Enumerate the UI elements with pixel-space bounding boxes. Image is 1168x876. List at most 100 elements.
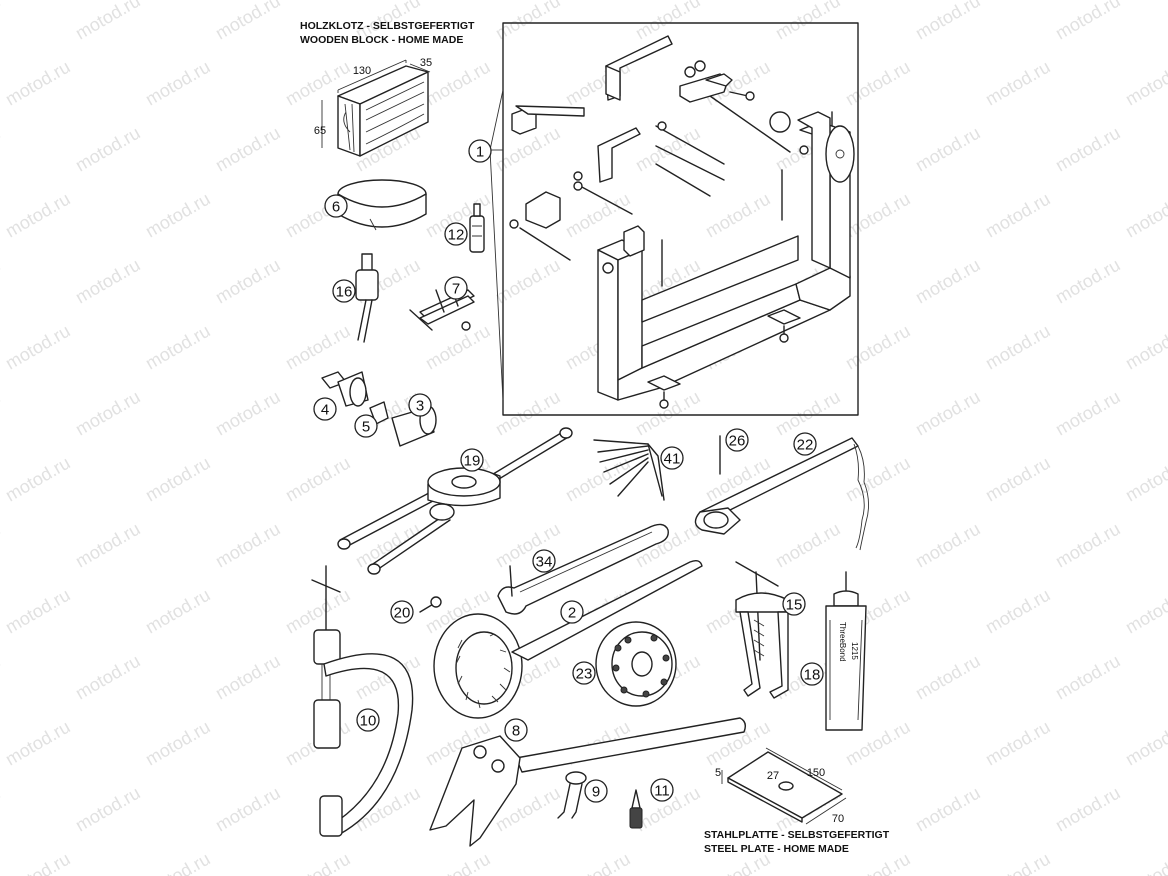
- callout-12: 12: [444, 222, 468, 246]
- callout-4: 4: [313, 397, 337, 421]
- callout-circle: [660, 446, 684, 470]
- puller-item-16: [355, 253, 379, 343]
- chain-wrench-item-22: [694, 437, 869, 551]
- watermark-text: motod.ru: [2, 717, 74, 770]
- callout-number: 26: [729, 433, 746, 450]
- callout-circle: [532, 549, 556, 573]
- steel-plate: [721, 747, 847, 825]
- callout-circle: [444, 276, 468, 300]
- watermark-text: motod.ru: [982, 189, 1054, 242]
- callout-number: 6: [332, 199, 340, 216]
- watermark-text: motod.ru: [562, 453, 634, 506]
- watermark-text: motod.ru: [2, 585, 74, 638]
- callout-number: 41: [664, 451, 681, 468]
- callout-circle: [793, 432, 817, 456]
- screw-item-20: [419, 596, 442, 613]
- callout-19: 19: [460, 448, 484, 472]
- callout-circle: [390, 600, 414, 624]
- watermark-text: motod.ru: [912, 783, 984, 836]
- callout-circle: [313, 397, 337, 421]
- plate-width-dim: 70: [832, 813, 844, 825]
- block-depth-dim: 35: [420, 57, 432, 69]
- callout-34: 34: [532, 549, 556, 573]
- watermark-text: motod.ru: [72, 783, 144, 836]
- watermark-text: motod.ru: [0, 783, 4, 836]
- threebond-tube: ThreeBond 1215: [825, 571, 867, 731]
- callout-circle: [468, 139, 492, 163]
- callout-20: 20: [390, 600, 414, 624]
- watermark-text: motod.ru: [1052, 519, 1124, 572]
- watermark-text: motod.ru: [772, 387, 844, 440]
- watermark-text: motod.ru: [212, 255, 284, 308]
- callout-6: 6: [324, 194, 348, 218]
- watermark-text: motod.ru: [142, 189, 214, 242]
- callout-circle: [460, 448, 484, 472]
- watermark-text: motod.ru: [772, 0, 844, 43]
- watermark-text: motod.ru: [142, 57, 214, 110]
- callout-41: 41: [660, 446, 684, 470]
- watermark-text: motod.ru: [72, 387, 144, 440]
- callout-circle: [354, 414, 378, 438]
- watermark-text: motod.ru: [912, 519, 984, 572]
- steel-plate-caption-de: STAHLPLATTE - SELBSTGEFERTIGT: [704, 829, 890, 841]
- watermark-text: motod.ru: [1052, 123, 1124, 176]
- callout-number: 7: [452, 281, 460, 298]
- watermark-text: motod.ru: [0, 387, 4, 440]
- callout-number: 22: [797, 437, 814, 454]
- watermark-text: motod.ru: [842, 189, 914, 242]
- watermark-text: motod.ru: [72, 123, 144, 176]
- callout-circle: [782, 592, 806, 616]
- watermark-text: motod.ru: [142, 717, 214, 770]
- callout-circle: [332, 279, 356, 303]
- spanner-item-19: [337, 427, 573, 575]
- stand-brackets: [509, 35, 791, 287]
- valve-spring-compressor-item-10: [311, 565, 414, 837]
- watermark-text: motod.ru: [1122, 453, 1168, 506]
- watermark-text: motod.ru: [1052, 651, 1124, 704]
- watermark-text: motod.ru: [632, 123, 704, 176]
- callout-9: 9: [584, 779, 608, 803]
- callout-11: 11: [650, 778, 674, 802]
- watermark-text: motod.ru: [0, 255, 4, 308]
- watermark-text: motod.ru: [842, 453, 914, 506]
- callout-number: 2: [568, 605, 576, 622]
- watermark-text: motod.ru: [982, 321, 1054, 374]
- holding-tool-item-2: [433, 559, 703, 719]
- callout-number: 9: [592, 784, 600, 801]
- callout-circle: [800, 662, 824, 686]
- callout-circle: [725, 428, 749, 452]
- callout-number: 8: [512, 723, 520, 740]
- callout-number: 34: [536, 554, 553, 571]
- callout-circle: [560, 600, 584, 624]
- watermark-text: motod.ru: [772, 519, 844, 572]
- watermark-text: motod.ru: [422, 321, 494, 374]
- watermark-text: motod.ru: [1122, 849, 1168, 876]
- watermark-text: motod.ru: [1052, 783, 1124, 836]
- plate-length-dim: 150: [807, 767, 825, 779]
- watermark-text: motod.ru: [982, 717, 1054, 770]
- callout-number: 1: [476, 144, 484, 161]
- callout-number: 18: [804, 667, 821, 684]
- block-height-dim: 65: [314, 125, 326, 137]
- engine-stand-frame-box: [502, 22, 859, 416]
- callout-number: 10: [360, 713, 377, 730]
- callout-circle: [324, 194, 348, 218]
- plate-hole-dim: 27: [767, 770, 779, 782]
- callout-5: 5: [354, 414, 378, 438]
- crank-item-9: [557, 771, 587, 819]
- watermark-text: motod.ru: [912, 0, 984, 43]
- callout-number: 3: [416, 398, 424, 415]
- watermark-text: motod.ru: [142, 849, 214, 876]
- watermark-text: motod.ru: [422, 57, 494, 110]
- callout-number: 20: [394, 605, 411, 622]
- watermark-text: motod.ru: [2, 453, 74, 506]
- wooden-block: [321, 59, 431, 157]
- loctite-bottle: [469, 203, 485, 253]
- block-length-dim: 130: [353, 65, 371, 77]
- strap-wrench-item-34: [497, 523, 669, 615]
- callout-15: 15: [782, 592, 806, 616]
- watermark-text: motod.ru: [212, 123, 284, 176]
- watermark-text: motod.ru: [0, 519, 4, 572]
- watermark-text: motod.ru: [72, 519, 144, 572]
